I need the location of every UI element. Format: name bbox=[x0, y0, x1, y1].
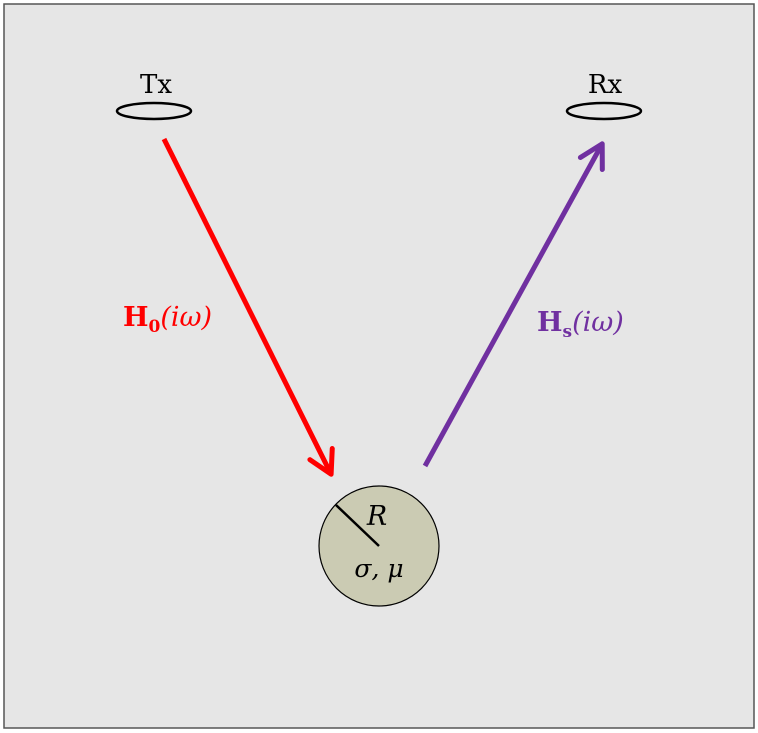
secondary-field-arrow bbox=[422, 141, 605, 468]
sphere-radius-line bbox=[335, 504, 380, 547]
primary-field-argument: (iω) bbox=[160, 302, 212, 333]
secondary-field-label: Hs(iω) bbox=[537, 307, 624, 342]
primary-field-arrow bbox=[161, 137, 335, 477]
transmitter-loop bbox=[115, 101, 193, 121]
receiver-label: Rx bbox=[588, 70, 623, 100]
sphere-radius-label: R bbox=[366, 501, 387, 532]
primary-field-symbol: H bbox=[123, 302, 149, 333]
transmitter-label: Tx bbox=[140, 70, 172, 100]
secondary-field-subscript: s bbox=[563, 322, 573, 342]
primary-field-subscript: 0 bbox=[149, 317, 161, 337]
secondary-field-symbol: H bbox=[537, 307, 563, 338]
sphere-properties-label: σ, μ bbox=[354, 554, 403, 583]
background-panel bbox=[3, 3, 755, 729]
secondary-field-argument: (iω) bbox=[572, 307, 624, 338]
receiver-loop bbox=[565, 101, 643, 121]
primary-field-label: H0(iω) bbox=[123, 302, 212, 337]
